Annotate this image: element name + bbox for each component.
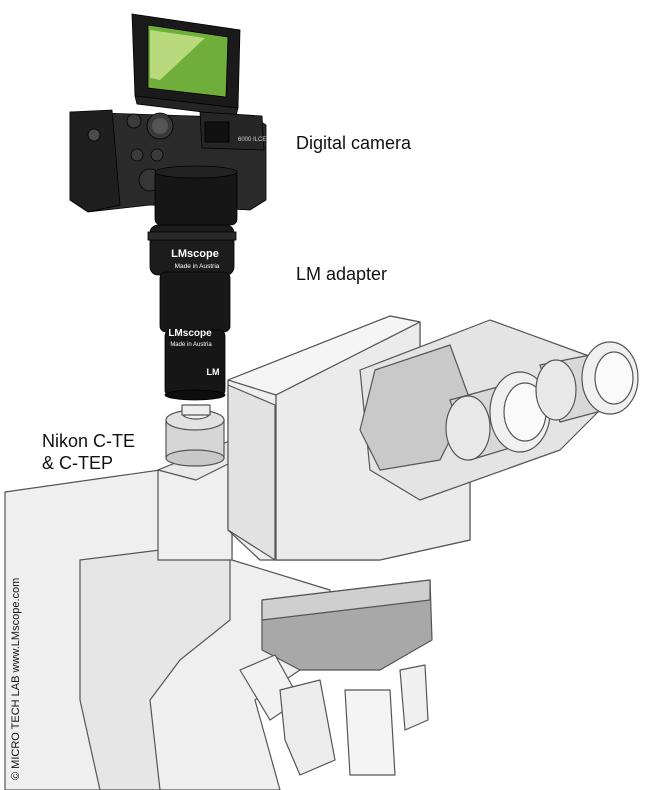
adapter-origin-label-1: Made in Austria	[175, 263, 220, 270]
eyepiece-left	[445, 371, 551, 461]
eyepiece-right	[535, 341, 639, 423]
adapter-short-label: LM	[207, 367, 220, 377]
viewfinder-eyecup	[204, 121, 230, 143]
adapter-brand-label-1: LMscope	[171, 248, 219, 260]
adapter-brand-label-2: LMscope	[168, 328, 212, 339]
objective-2	[279, 679, 336, 776]
adapter-origin-label-2: Made in Austria	[170, 342, 212, 348]
nosepiece-ring-top	[261, 579, 431, 621]
microscope	[4, 315, 639, 790]
objective-3	[344, 689, 396, 776]
strap-lug-icon	[87, 128, 101, 142]
control-button-2	[150, 148, 164, 162]
adapter-ring	[147, 231, 237, 241]
adapter-bottom	[164, 389, 226, 401]
label-digital-camera: Digital camera	[296, 133, 412, 153]
lm-adapter: LMscope Made in Austria LMscope Made in …	[147, 224, 237, 401]
label-lm-adapter: LM adapter	[296, 264, 388, 284]
control-button-1	[130, 148, 144, 162]
shutter-button-icon	[126, 113, 142, 129]
objective-4	[399, 664, 429, 731]
digital-camera: 6000 ILCE	[69, 13, 267, 226]
label-nikon-line-1: Nikon C-TE	[42, 431, 136, 451]
label-nikon-c-te: Nikon C-TE & C-TEP	[42, 430, 135, 474]
camera-model-badge: 6000 ILCE	[238, 137, 266, 143]
label-nikon-line-2: & C-TEP	[42, 453, 114, 473]
trinocular-head-side	[227, 384, 276, 561]
camera-screen-highlight	[150, 30, 205, 80]
adapter-mid-tube	[159, 271, 231, 333]
copyright-notice: © MICRO TECH LAB www.LMscope.com	[10, 577, 22, 780]
adapter-lower-tube	[164, 329, 226, 397]
camera-grip	[69, 109, 121, 213]
port-knob	[165, 404, 225, 467]
binocular-prism	[359, 344, 471, 471]
